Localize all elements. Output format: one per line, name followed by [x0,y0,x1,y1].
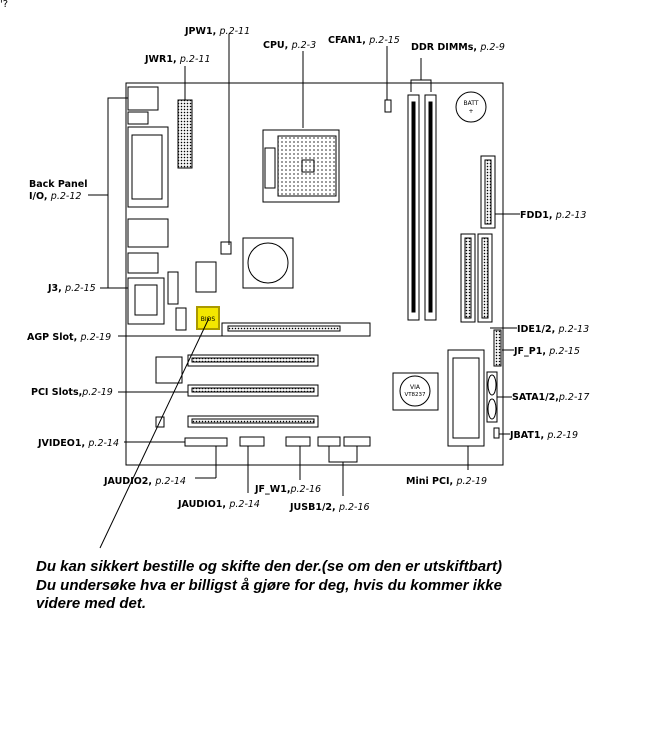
annotation-line: videre med det. [36,595,147,612]
jusb1-header [317,436,341,447]
jvideo1-header [184,437,228,447]
ddr-dimm-2 [424,94,437,321]
annotation-note: Du kan sikkert bestille og skifte den de… [36,558,556,614]
jusb2-header [343,436,371,447]
label-sata: SATA1/2,p.2-17 [512,392,589,403]
pci-slot-1 [187,354,319,367]
label-ide: IDE1/2, p.2-13 [517,324,589,335]
label-jwr1: JWR1, p.2-11 [144,54,211,65]
label-ddr-dimms: DDR DIMMs, p.2-9 [411,42,505,53]
annotation-line: Du kan sikkert bestille og skifte den de… [36,558,502,575]
label-jf-w1: JF_W1,p.2-16 [254,484,321,495]
ide2-connector [477,233,493,323]
mini-pci-slot [447,349,485,447]
via-label: VIA [410,384,421,391]
label-back-panel: Back Panel [29,179,88,190]
batt-plus: + [468,108,473,115]
southbridge [392,372,439,411]
label-fdd1: FDD1, p.2-13 [520,210,586,221]
label-jusb: JUSB1/2, p.2-16 [289,502,370,513]
bios-label: BIOS [201,316,216,323]
label-jbat1: JBAT1, p.2-19 [509,430,578,441]
label-cpu: CPU, p.2-3 [263,40,316,51]
label-pci-slots: PCI Slots,p.2-19 [31,387,113,398]
ide1-connector [460,233,476,323]
label-jf-p1: JF_P1, p.2-15 [513,346,580,357]
board-outline [125,82,504,466]
label-back-panel-io: I/O, p.2-12 [29,191,81,202]
label-mini-pci: Mini PCI, p.2-19 [406,476,487,487]
audio-port [127,277,165,325]
cpu-socket [262,129,340,203]
pci-slot-2 [187,384,319,397]
northbridge [242,237,294,289]
jpw1-connector [220,241,232,255]
fdd1-connector [480,155,496,229]
pci-slot-3 [187,415,319,428]
lan-port [127,218,169,248]
annotation-line: Du undersøke hva er billigst å gjøre for… [36,576,502,594]
usb-port [127,252,159,274]
label-jpw1: JPW1, p.2-11 [184,26,250,37]
battery [455,91,487,123]
jfw1-header [285,436,311,447]
label-jaudio2: JAUDIO2, p.2-14 [103,476,186,487]
cfan1-connector [384,99,392,113]
label-jaudio1: JAUDIO1, p.2-14 [177,499,260,510]
ps2-connector [127,86,159,111]
corner-mark: '? [0,0,9,10]
agp-slot [221,322,371,337]
label-agp-slot: AGP Slot, p.2-19 [27,332,111,343]
parallel-port [127,126,169,208]
label-j3: J3, p.2-15 [47,283,96,294]
jwr1-connector [177,99,193,169]
vt8237-label: VT8237 [404,392,426,398]
jbat1-jumper [493,427,500,439]
bios-chip [196,306,220,330]
batt-label: BATT [464,100,479,107]
jfp1-header [493,329,502,367]
label-cfan1: CFAN1, p.2-15 [328,35,400,46]
ddr-dimm-1 [407,94,420,321]
label-jvideo1: JVIDEO1, p.2-14 [37,438,119,449]
jaudio1-header [239,436,265,447]
